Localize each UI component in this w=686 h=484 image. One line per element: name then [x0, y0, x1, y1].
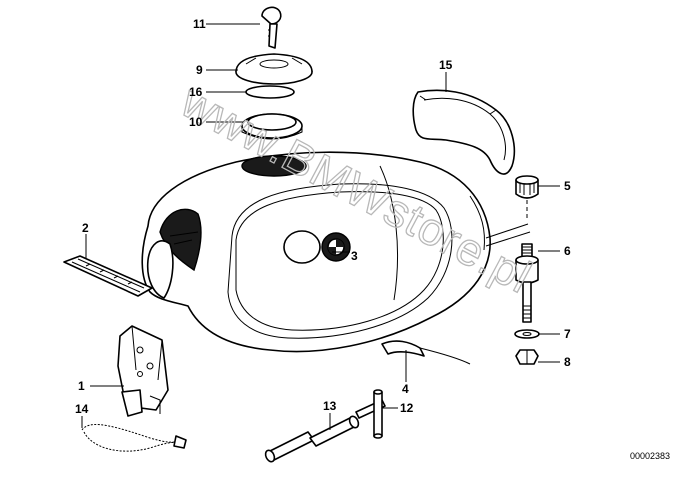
callout-2: 2 [82, 221, 89, 235]
callout-8: 8 [564, 355, 571, 369]
rubber-strip-part [63, 255, 153, 297]
callout-15: 15 [439, 58, 453, 72]
drawing-code: 00002383 [630, 451, 670, 461]
callout-5: 5 [564, 179, 571, 193]
callout-14: 14 [75, 402, 89, 416]
hex-nut-part [515, 349, 539, 365]
fuel-tap-part [117, 325, 169, 417]
callout-16: 16 [189, 85, 203, 99]
callout-6: 6 [564, 244, 571, 258]
filler-cap-part [235, 53, 313, 85]
callout-3: 3 [351, 249, 358, 263]
callout-10: 10 [189, 115, 203, 129]
callout-12: 12 [400, 401, 414, 415]
key-part [261, 6, 282, 49]
gasket-ring-part [245, 85, 295, 99]
leader-lines [81, 23, 560, 430]
callout-11: 11 [193, 17, 206, 31]
t-piece-part [355, 389, 386, 439]
callout-4: 4 [402, 382, 409, 396]
rubber-mount-part [515, 243, 539, 323]
breather-hose-part [381, 340, 471, 365]
hose-chain-part [81, 424, 187, 452]
hose-sleeve-part [264, 415, 360, 463]
callout-13: 13 [323, 399, 337, 413]
callout-9: 9 [196, 63, 203, 77]
callout-labels: 11 9 16 10 15 5 6 3 2 7 8 1 4 14 13 12 [75, 17, 571, 416]
washer-part [514, 329, 540, 339]
filler-ring-part [241, 113, 303, 140]
knee-pad-part [412, 89, 516, 175]
fuel-tank-part [141, 151, 531, 353]
cap-nut-part [515, 175, 539, 199]
callout-1: 1 [78, 379, 85, 393]
callout-7: 7 [564, 327, 571, 341]
